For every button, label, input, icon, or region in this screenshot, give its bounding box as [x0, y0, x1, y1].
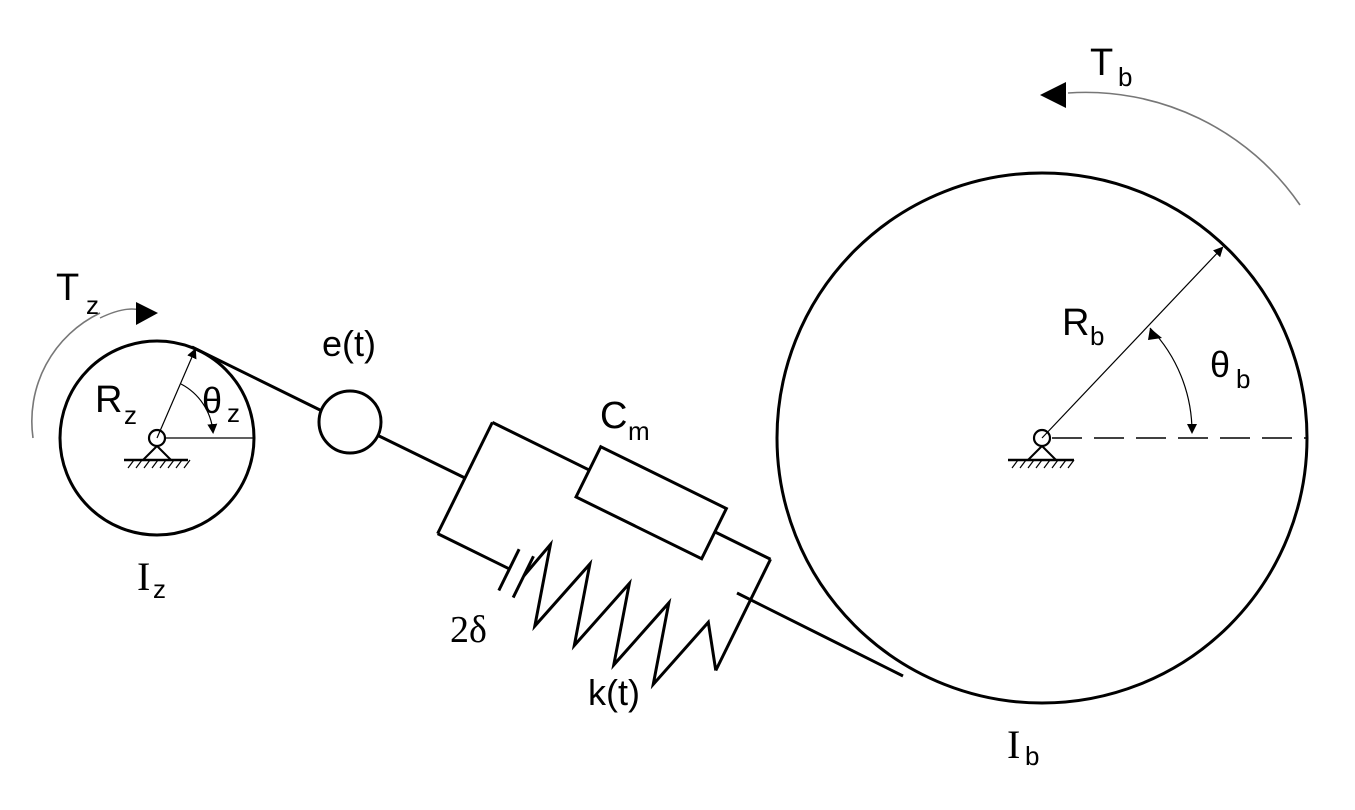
- spring-rod-left: [436, 532, 511, 571]
- tz-arrowhead-icon: [136, 302, 158, 325]
- mesh-stiffness-assembly: [436, 421, 772, 690]
- svg-text:b: b: [1025, 741, 1039, 771]
- label-tb: T b: [1090, 42, 1132, 92]
- label-tz: T z: [56, 267, 99, 320]
- label-iz: I z: [137, 554, 166, 604]
- backlash-plate-right: [511, 555, 535, 599]
- tb-torque-arc: [1067, 91, 1301, 206]
- label-et: e(t): [322, 323, 376, 364]
- svg-text:R: R: [95, 379, 122, 421]
- svg-text:T: T: [56, 267, 79, 309]
- tz-torque-arc: [31, 312, 101, 439]
- big-wheel-pivot-icon: [1008, 428, 1075, 469]
- svg-text:T: T: [1090, 42, 1113, 84]
- error-excitation-node: [317, 389, 383, 455]
- label-ib: I b: [1007, 722, 1039, 771]
- svg-text:z: z: [227, 398, 240, 428]
- svg-text:I: I: [1007, 722, 1020, 767]
- small-wheel-radius-arrow: [156, 348, 197, 439]
- backlash-plate-left: [497, 548, 521, 592]
- tb-arrowhead-icon: [1040, 82, 1066, 108]
- svg-text:z: z: [153, 574, 166, 604]
- line-segment-1: [191, 345, 321, 412]
- label-kt: k(t): [588, 672, 640, 713]
- line-segment-2: [378, 434, 466, 480]
- small-wheel: [31, 302, 256, 537]
- big-wheel-angle-arrowhead-icon: [1148, 328, 1162, 340]
- label-rb: R b: [1062, 302, 1104, 351]
- svg-text:b: b: [1090, 321, 1104, 351]
- damper-cm-box: [574, 444, 729, 561]
- big-wheel-angle-arc: [1149, 327, 1197, 434]
- assembly-right-bar: [714, 558, 772, 672]
- big-wheel: [775, 82, 1309, 705]
- svg-text:R: R: [1062, 302, 1089, 344]
- svg-text:θ: θ: [1210, 344, 1230, 385]
- damper-rod: [491, 421, 590, 472]
- big-wheel-radius-arrow: [1041, 246, 1224, 439]
- small-wheel-pivot-icon: [124, 428, 191, 469]
- spring-kt-zigzag: [522, 539, 718, 690]
- svg-text:z: z: [124, 400, 137, 430]
- damper-rod-right: [714, 530, 772, 561]
- assembly-left-bar: [436, 421, 494, 535]
- line-segment-3: [736, 591, 904, 678]
- label-theta-z: θ z: [202, 380, 240, 428]
- svg-text:C: C: [600, 395, 627, 437]
- svg-text:m: m: [628, 416, 650, 446]
- label-theta-b: θ b: [1210, 344, 1250, 394]
- label-backlash: 2δ: [450, 609, 487, 651]
- transmission-line: [191, 345, 904, 678]
- svg-text:z: z: [86, 290, 99, 320]
- label-rz: R z: [95, 379, 137, 430]
- svg-text:θ: θ: [202, 380, 222, 421]
- small-wheel-angle-arc: [180, 383, 218, 434]
- svg-text:b: b: [1236, 364, 1250, 394]
- svg-text:I: I: [137, 554, 150, 599]
- label-cm: C m: [600, 395, 650, 446]
- svg-text:b: b: [1118, 62, 1132, 92]
